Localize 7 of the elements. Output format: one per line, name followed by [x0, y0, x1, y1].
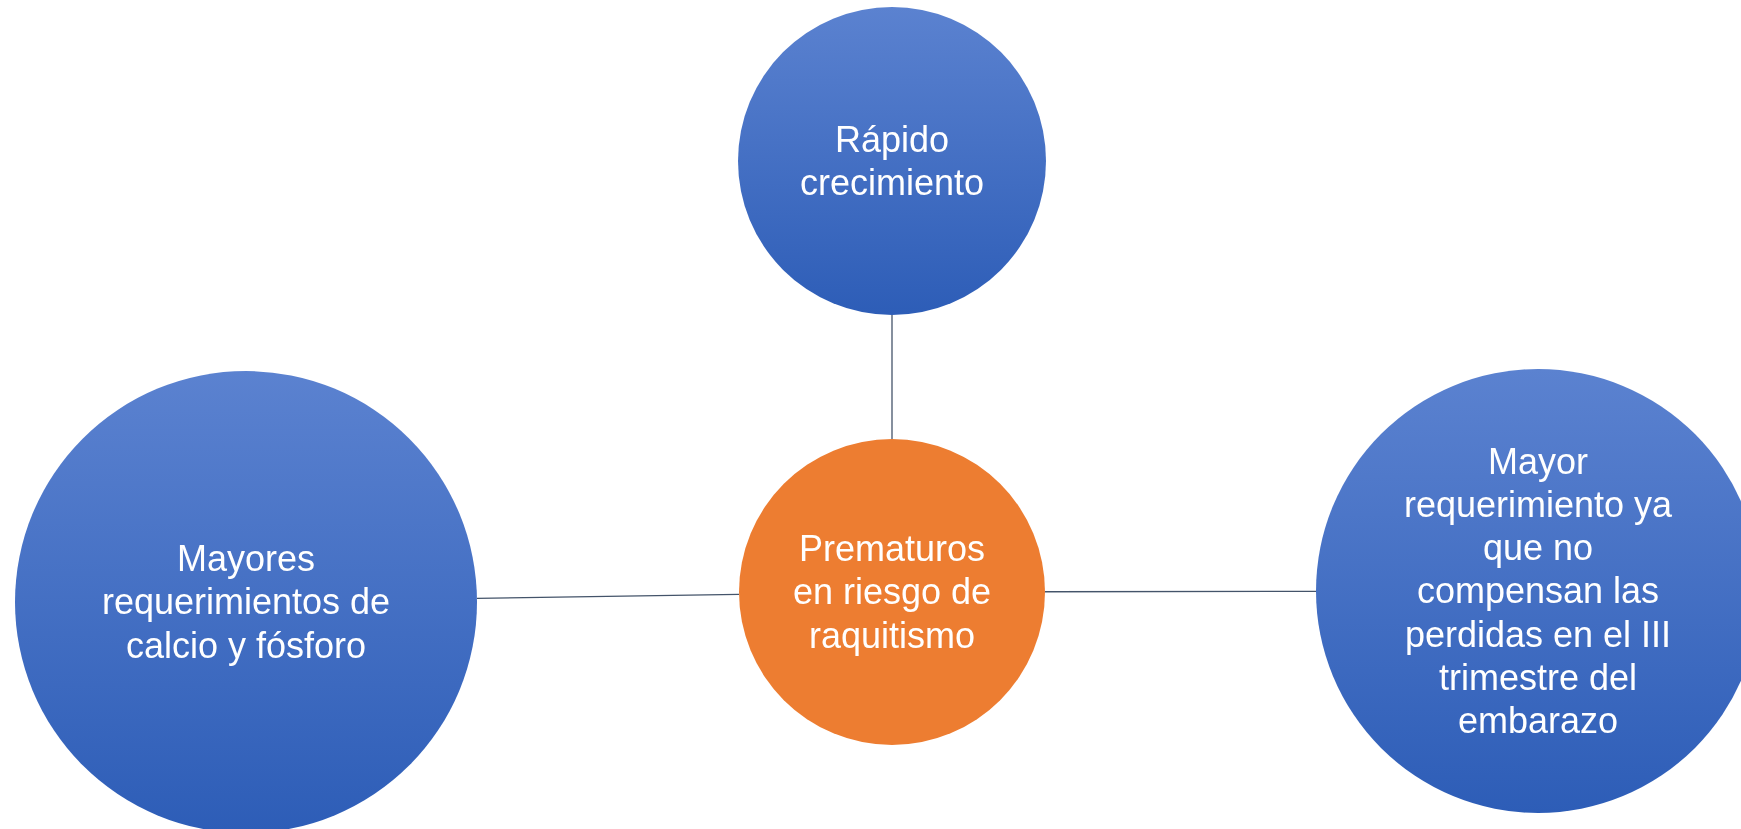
circle-label: Prematuros en riesgo de raquitismo	[791, 527, 993, 657]
circle-label: Rápido crecimiento	[798, 117, 986, 205]
circle-label: Mayor requerimiento ya que no compensan las perdidas en el III trimestre del embarazo	[1402, 439, 1674, 743]
circle-label: Mayores requerimientos de calcio y fósforo	[100, 537, 392, 667]
connector-line	[476, 593, 740, 600]
connector-line	[891, 314, 893, 440]
connector-line	[1044, 590, 1317, 593]
